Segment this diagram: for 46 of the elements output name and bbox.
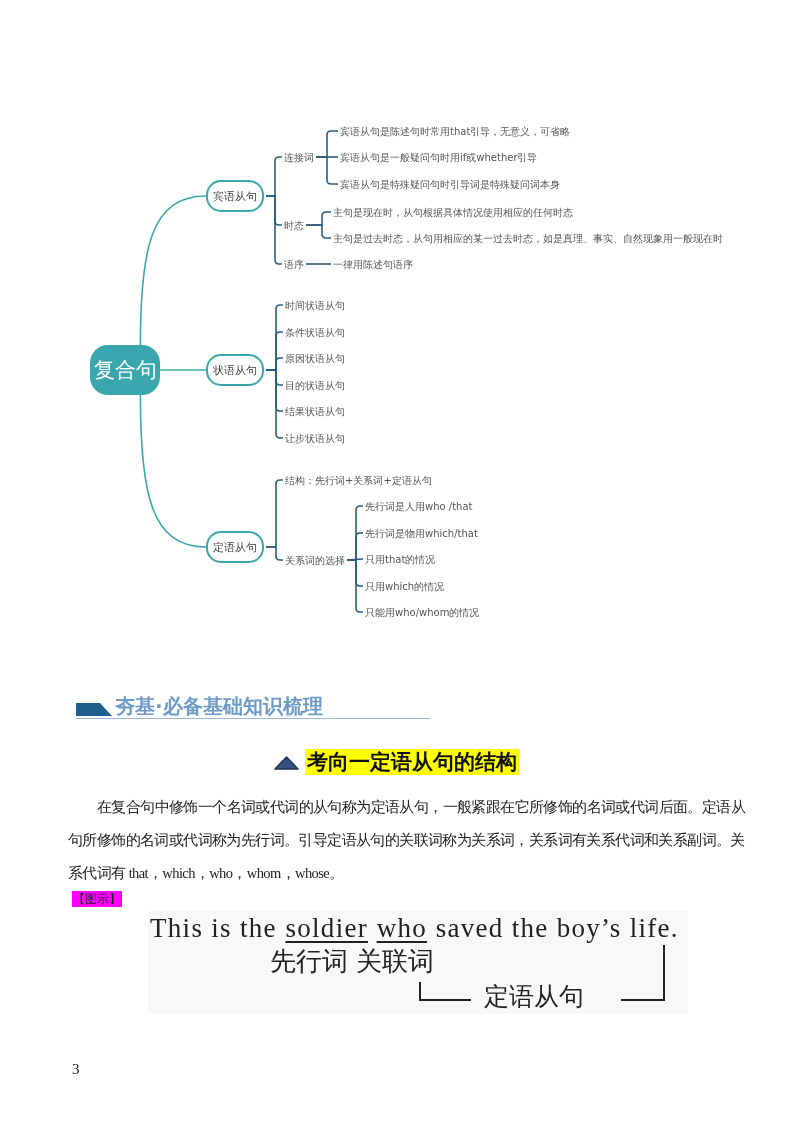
- subtopic-label: 语序: [284, 257, 304, 271]
- underlined-word: who: [376, 912, 428, 945]
- branch-line: [265, 546, 284, 561]
- branch-topic-box: 定语从句: [206, 531, 264, 563]
- highlighted-heading: 考向一定语从句的结构: [305, 749, 519, 775]
- branch-line: [305, 263, 332, 265]
- subtopic-label: 时态: [284, 218, 304, 232]
- sentence-text: This is the: [150, 912, 277, 945]
- leaf-text: 时间状语从句: [285, 298, 345, 312]
- leaf-text: 只用which的情况: [365, 579, 445, 593]
- branch-line: [159, 369, 207, 371]
- leaf-text: 让步状语从句: [285, 431, 345, 445]
- leaf-text: 宾语从句是陈述句时常用that引导，无意义，可省略: [340, 124, 571, 138]
- subtopic-label: 连接词: [284, 150, 314, 164]
- annotation-label: 关联词: [356, 946, 434, 978]
- leaf-text: 宾语从句是特殊疑问句时引导词是特殊疑问词本身: [340, 177, 560, 191]
- section-heading: 夯基·必备基础知识梳理: [115, 693, 323, 720]
- annotation-label: 先行词: [270, 946, 348, 978]
- figure-tag: 【图示】: [72, 891, 122, 907]
- leaf-text: 只能用who/whom的情况: [365, 605, 480, 619]
- branch-line: [139, 394, 207, 548]
- underlined-word: soldier: [285, 912, 368, 945]
- leaf-text: 一律用陈述句语序: [333, 257, 413, 271]
- sentence-text: saved the boy’s life.: [435, 912, 679, 945]
- body-paragraph: 在复合句中修饰一个名词或代词的从句称为定语从句，一般紧跟在它所修饰的名词或代词后面。定语从句所修饰的名词或代词称为先行词。引导定语从句的关联词称为关系词，关系词有关系代词和关系副词。关系代词有 that，which，who，whom，whose。: [68, 798, 747, 883]
- leaf-text: 先行词是人用who /that: [365, 499, 473, 513]
- central-topic-box: 复合句: [90, 345, 160, 395]
- branch-line: [265, 195, 283, 265]
- branch-topic-box: 宾语从句: [206, 180, 264, 212]
- leaf-text: 目的状语从句: [285, 378, 345, 392]
- leaf-text: 结果状语从句: [285, 404, 345, 418]
- branch-line: [139, 195, 207, 346]
- leaf-text: 结构：先行词+关系词+定语从句: [285, 473, 432, 487]
- leaf-text: 宾语从句是一般疑问句时用if或whether引导: [340, 150, 538, 164]
- subtopic-label: 关系词的选择: [285, 553, 345, 567]
- branch-topic-box: 状语从句: [206, 354, 264, 386]
- annotation-label: 定语从句: [484, 982, 584, 1012]
- branch-line: [265, 369, 284, 439]
- leaf-text: 主句是过去时态，从句用相应的某一过去时态，如是真理、事实、自然现象用一般现在时: [333, 231, 723, 245]
- leaf-text: 原因状语从句: [285, 351, 345, 365]
- leaf-text: 主句是现在时，从句根据具体情况使用相应的任何时态: [333, 205, 573, 219]
- branch-line: [305, 224, 332, 239]
- leaf-text: 先行词是物用which/that: [365, 526, 478, 540]
- leaf-text: 条件状语从句: [285, 325, 345, 339]
- page-number: 3: [72, 1061, 80, 1078]
- leaf-text: 只用that的情况: [365, 552, 436, 566]
